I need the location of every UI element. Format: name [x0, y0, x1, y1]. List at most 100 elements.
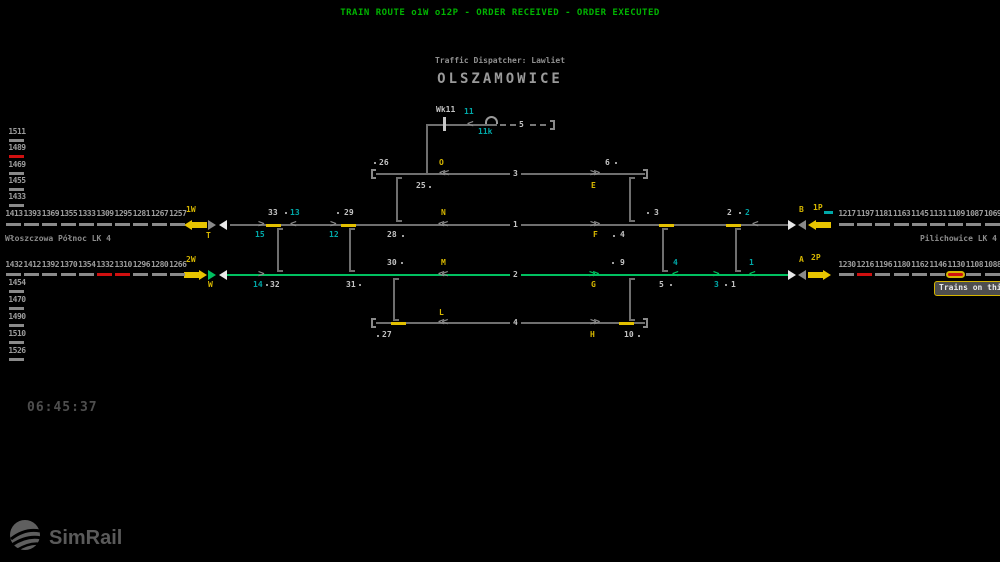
track-number-1217[interactable]: 1217 [838, 210, 856, 226]
label-signal-F[interactable]: F [593, 230, 598, 239]
route-arrow-2W[interactable] [184, 272, 199, 278]
signal-W-triangle-green[interactable] [208, 270, 216, 280]
track-number-1295[interactable]: 1295 [114, 210, 132, 226]
track-number-1296[interactable]: 1296 [132, 261, 151, 276]
label-shunt-2[interactable]: 2 [745, 208, 750, 217]
track-number-1196[interactable]: 1196 [874, 261, 893, 276]
label-signal-E[interactable]: E [591, 181, 596, 190]
switch-29-indicator[interactable] [341, 224, 356, 227]
track-number-1490[interactable]: 1490 [8, 313, 26, 327]
label-switch-9: 9 [620, 258, 625, 267]
track-number-1489[interactable]: 1489 [8, 144, 26, 159]
route-arrow-1P[interactable] [816, 222, 831, 228]
label-signal-G[interactable]: G [591, 280, 596, 289]
route-arrow-2P[interactable] [808, 272, 823, 278]
track-number-1230[interactable]: 1230 [838, 261, 856, 276]
track-number-1455[interactable]: 1455 [8, 176, 26, 191]
track-number-1470[interactable]: 1470 [8, 296, 26, 310]
track-number-1511[interactable]: 1511 [8, 128, 26, 142]
label-shunt-11k[interactable]: 11k [478, 127, 493, 136]
track-number-1432[interactable]: 1432 [5, 261, 23, 276]
label-shunt-14[interactable]: 14 [253, 280, 263, 289]
track-number-1370[interactable]: 1370 [60, 261, 78, 276]
track-number-1412[interactable]: 1412 [23, 261, 41, 276]
track-number-1393[interactable]: 1393 [23, 210, 41, 226]
route-arrow-1W[interactable] [192, 222, 207, 228]
track-number-1469[interactable]: 1469 [8, 160, 26, 175]
track-number-1433[interactable]: 1433 [8, 193, 26, 208]
track-number-1131[interactable]: 1131 [929, 210, 947, 226]
track-number-1146[interactable]: 1146 [929, 261, 947, 276]
signal-marker-triangle[interactable] [788, 220, 796, 230]
point-dot [739, 212, 741, 214]
label-1P[interactable]: 1P [813, 203, 823, 212]
label-1W[interactable]: 1W [186, 205, 196, 214]
track-number-1257[interactable]: 1257 [169, 210, 187, 226]
track-number-1069[interactable]: 1069 [984, 210, 1000, 226]
track-number-1180[interactable]: 1180 [893, 261, 911, 276]
track-1-number: 1 [510, 220, 521, 230]
label-signal-H[interactable]: H [590, 330, 595, 339]
signal-marker-triangle[interactable] [219, 220, 227, 230]
signal-marker-triangle[interactable] [219, 270, 227, 280]
label-shunt-3[interactable]: 3 [714, 280, 719, 289]
track-number-1267[interactable]: 1267 [151, 210, 169, 226]
connector-track3-track1-left [396, 177, 402, 222]
track-number-1109[interactable]: 1109 [947, 210, 965, 226]
track-number-1197[interactable]: 1197 [856, 210, 874, 226]
track-number-1281[interactable]: 1281 [132, 210, 151, 226]
track-number-1369[interactable]: 1369 [41, 209, 60, 226]
track-number-1413[interactable]: 1413 [5, 210, 23, 226]
track-number-1162[interactable]: 1162 [911, 261, 929, 276]
track-number-1510[interactable]: 1510 [8, 330, 26, 344]
track-number-label: 1369 [41, 209, 60, 218]
label-shunt-4[interactable]: 4 [673, 258, 678, 267]
label-signal-W[interactable]: W [208, 280, 213, 289]
direction-chevron-route: >> [589, 267, 599, 280]
switch-27-indicator[interactable] [391, 322, 406, 325]
track-number-1266[interactable]: 1266 [169, 261, 187, 276]
switch-33-indicator[interactable] [266, 224, 281, 227]
switch-10-indicator[interactable] [619, 322, 634, 325]
track-number-1108[interactable]: 1108 [965, 261, 984, 276]
switch-2-indicator[interactable] [726, 224, 741, 227]
track-number-1181[interactable]: 1181 [874, 210, 893, 226]
label-signal-T[interactable]: T [206, 231, 211, 240]
switch-3-indicator[interactable] [659, 224, 674, 227]
track-number-1163[interactable]: 1163 [893, 210, 911, 226]
simrail-logo-text: SimRail [49, 526, 123, 549]
track-number-1087[interactable]: 1087 [965, 210, 984, 226]
label-signal-M[interactable]: M [441, 258, 446, 267]
track-number-1310[interactable]: 1310 [114, 261, 132, 276]
signal-marker-triangle[interactable] [788, 270, 796, 280]
signal-T-triangle[interactable] [208, 220, 216, 230]
track-number-1354[interactable]: 1354 [78, 261, 96, 276]
signal-B-triangle[interactable] [798, 220, 806, 230]
label-signal-L[interactable]: L [439, 308, 444, 317]
label-signal-A[interactable]: A [799, 255, 804, 264]
track-number-1309[interactable]: 1309 [96, 210, 114, 226]
signal-A-triangle[interactable] [798, 270, 806, 280]
label-shunt-11[interactable]: 11 [464, 107, 474, 116]
track-number-1088[interactable]: 1088 [984, 261, 1000, 276]
label-signal-B[interactable]: B [799, 205, 804, 214]
track-number-1355[interactable]: 1355 [60, 210, 78, 226]
label-shunt-1[interactable]: 1 [749, 258, 754, 267]
occupied-track-bar [9, 155, 24, 159]
label-shunt-12[interactable]: 12 [329, 230, 339, 239]
track-number-1216[interactable]: 1216 [856, 261, 874, 276]
track-number-1392[interactable]: 1392 [41, 261, 60, 276]
label-signal-N[interactable]: N [441, 208, 446, 217]
track-number-1454[interactable]: 1454 [8, 279, 26, 293]
track-number-1145[interactable]: 1145 [911, 210, 929, 226]
label-2P[interactable]: 2P [811, 253, 821, 262]
track-number-1130[interactable]: 1130 [947, 261, 965, 276]
label-2W[interactable]: 2W [186, 255, 196, 264]
track-number-1280[interactable]: 1280 [151, 261, 169, 276]
track-number-1332[interactable]: 1332 [96, 261, 114, 276]
track-number-1526[interactable]: 1526 [8, 347, 26, 361]
label-shunt-15[interactable]: 15 [255, 230, 265, 239]
label-signal-O[interactable]: O [439, 158, 444, 167]
track-number-1333[interactable]: 1333 [78, 210, 96, 226]
label-shunt-13[interactable]: 13 [290, 208, 300, 217]
